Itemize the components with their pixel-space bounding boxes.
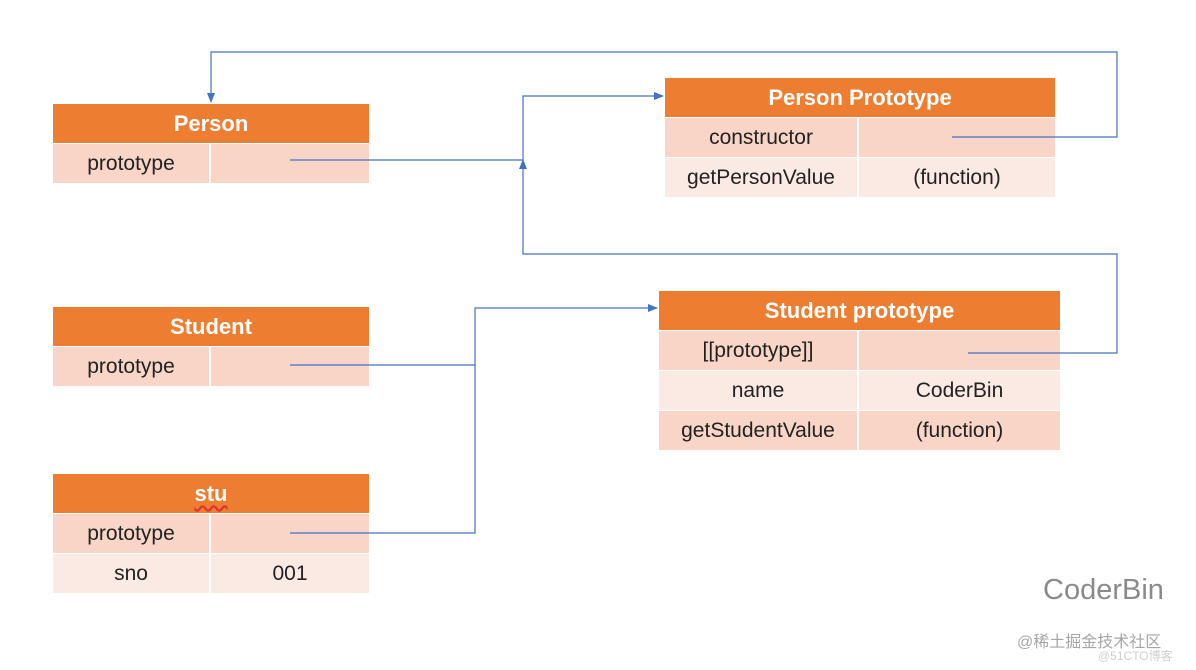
stu-key-sno: sno xyxy=(53,554,209,593)
student-prototype-value-name: CoderBin xyxy=(859,371,1060,410)
student-value-prototype xyxy=(211,347,369,386)
student-header: Student xyxy=(53,307,369,346)
arrow-person-to-person-prototype xyxy=(290,92,664,161)
stu-table: stu prototype sno 001 xyxy=(53,474,369,593)
arrow-stu-to-student-prototype xyxy=(290,365,476,534)
person-header: Person xyxy=(53,104,369,143)
student-row-prototype: prototype xyxy=(53,347,369,386)
student-prototype-key-getstudentvalue: getStudentValue xyxy=(659,411,857,450)
person-prototype-header: Person Prototype xyxy=(665,78,1055,117)
student-prototype-row-getstudentvalue: getStudentValue (function) xyxy=(659,411,1060,450)
stu-row-sno: sno 001 xyxy=(53,554,369,593)
brand-label: CoderBin xyxy=(1043,574,1164,606)
arrow-student-prototype-to-person-prototype xyxy=(519,159,1118,354)
stu-key-prototype: prototype xyxy=(53,514,209,553)
person-value-prototype xyxy=(211,144,369,183)
student-key-prototype: prototype xyxy=(53,347,209,386)
person-prototype-row-constructor: constructor xyxy=(665,118,1055,157)
person-prototype-key-getpersonvalue: getPersonValue xyxy=(665,158,857,197)
person-prototype-key-constructor: constructor xyxy=(665,118,857,157)
student-prototype-row-proto: [[prototype]] xyxy=(659,331,1060,370)
arrow-student-to-student-prototype xyxy=(290,304,658,366)
arrow-person-prototype-constructor-to-person xyxy=(207,51,1118,138)
person-key-prototype: prototype xyxy=(53,144,209,183)
watermark-51cto: @51CTO博客 xyxy=(1098,649,1173,663)
stu-value-sno: 001 xyxy=(211,554,369,593)
watermark-juejin: @稀土掘金技术社区 xyxy=(1017,634,1162,651)
student-prototype-table: Student prototype [[prototype]] name Cod… xyxy=(659,291,1060,450)
person-table: Person prototype xyxy=(53,104,369,183)
person-row-prototype: prototype xyxy=(53,144,369,183)
stu-header: stu xyxy=(53,474,369,513)
student-table: Student prototype xyxy=(53,307,369,386)
student-prototype-key-proto: [[prototype]] xyxy=(659,331,857,370)
student-prototype-value-proto xyxy=(859,331,1060,370)
stu-title: stu xyxy=(194,481,228,506)
student-prototype-header: Student prototype xyxy=(659,291,1060,330)
person-prototype-table: Person Prototype constructor getPersonVa… xyxy=(665,78,1055,197)
student-prototype-value-getstudentvalue: (function) xyxy=(859,411,1060,450)
person-prototype-row-getpersonvalue: getPersonValue (function) xyxy=(665,158,1055,197)
student-prototype-row-name: name CoderBin xyxy=(659,371,1060,410)
student-prototype-key-name: name xyxy=(659,371,857,410)
person-prototype-value-getpersonvalue: (function) xyxy=(859,158,1055,197)
